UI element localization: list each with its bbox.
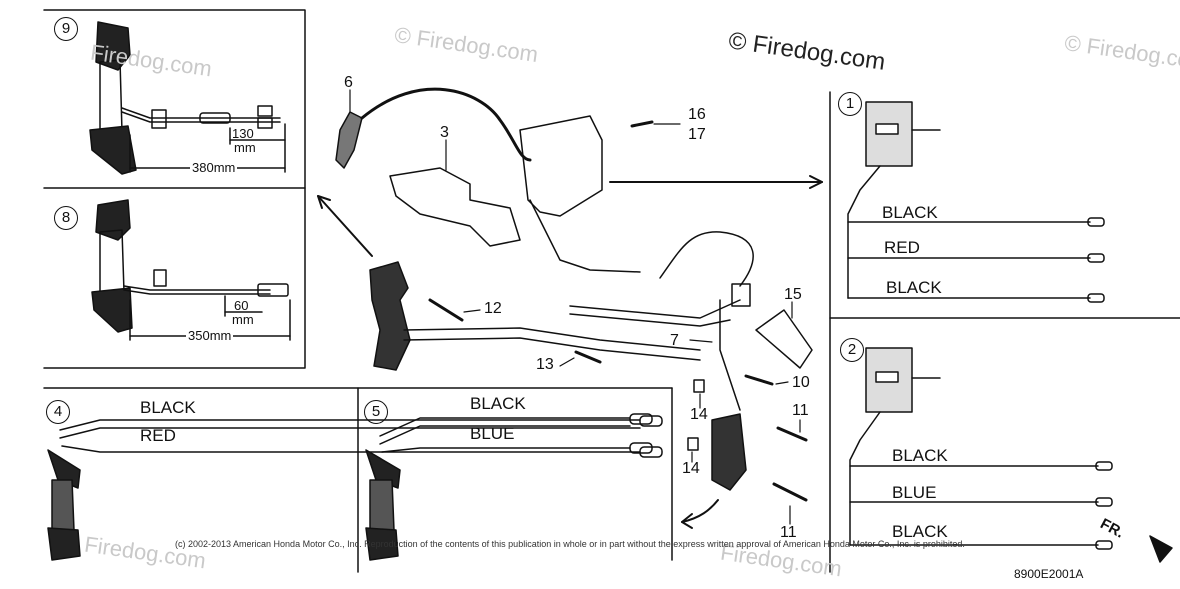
panel-number-9: 9 <box>54 17 78 41</box>
dimension-350: 350mm <box>186 328 234 343</box>
callout-14: 14 <box>682 460 700 477</box>
panel-number-8: 8 <box>54 206 78 230</box>
panel-2-drawing <box>849 347 1113 550</box>
copyright-notice: (c) 2002-2013 American Honda Motor Co., … <box>175 539 965 549</box>
dimension-380: 380mm <box>190 160 238 175</box>
callout-11: 11 <box>792 402 809 419</box>
callout-leaders <box>349 89 801 525</box>
central-exploded-view <box>317 87 823 529</box>
panel-4-drawing <box>47 415 663 561</box>
callout-7: 7 <box>670 332 679 349</box>
wire-label-blue: BLUE <box>892 483 937 502</box>
wire-label-black: BLACK <box>140 398 196 417</box>
wire-label-black: BLACK <box>882 203 938 222</box>
panel-8-drawing <box>91 199 291 341</box>
wire-label-black: BLACK <box>470 394 526 413</box>
dimension-130: 130 <box>232 126 254 141</box>
wire-label-black: BLACK <box>892 522 948 541</box>
panel-borders <box>43 9 1180 573</box>
panel-number-1: 1 <box>838 92 862 116</box>
panel-9-drawing <box>89 21 286 175</box>
callout-6: 6 <box>344 74 353 91</box>
dimension-130-unit: mm <box>234 140 256 155</box>
callout-13: 13 <box>536 356 554 373</box>
wire-label-black: BLACK <box>892 446 948 465</box>
wire-label-red: RED <box>140 426 176 445</box>
panel-number-2: 2 <box>840 338 864 362</box>
callout-10: 10 <box>792 374 810 391</box>
callout-16: 16 <box>688 106 706 123</box>
wire-label-black: BLACK <box>886 278 942 297</box>
wire-label-blue: BLUE <box>470 424 515 443</box>
callout-11: 11 <box>780 524 797 541</box>
callout-12: 12 <box>484 300 502 317</box>
wire-label-red: RED <box>884 238 920 257</box>
callout-17: 17 <box>688 126 706 143</box>
panel-number-4: 4 <box>46 400 70 424</box>
panel-1-drawing <box>847 101 1105 303</box>
forward-arrow-icon <box>1149 535 1173 563</box>
callout-15: 15 <box>784 286 802 303</box>
dimension-60-unit: mm <box>232 312 254 327</box>
panel-5-drawing <box>365 413 653 561</box>
callout-14: 14 <box>690 406 708 423</box>
callout-3: 3 <box>440 124 449 141</box>
dimension-60: 60 <box>234 298 249 313</box>
diagram-code: 8900E2001A <box>1014 567 1084 581</box>
panel-number-5: 5 <box>364 400 388 424</box>
